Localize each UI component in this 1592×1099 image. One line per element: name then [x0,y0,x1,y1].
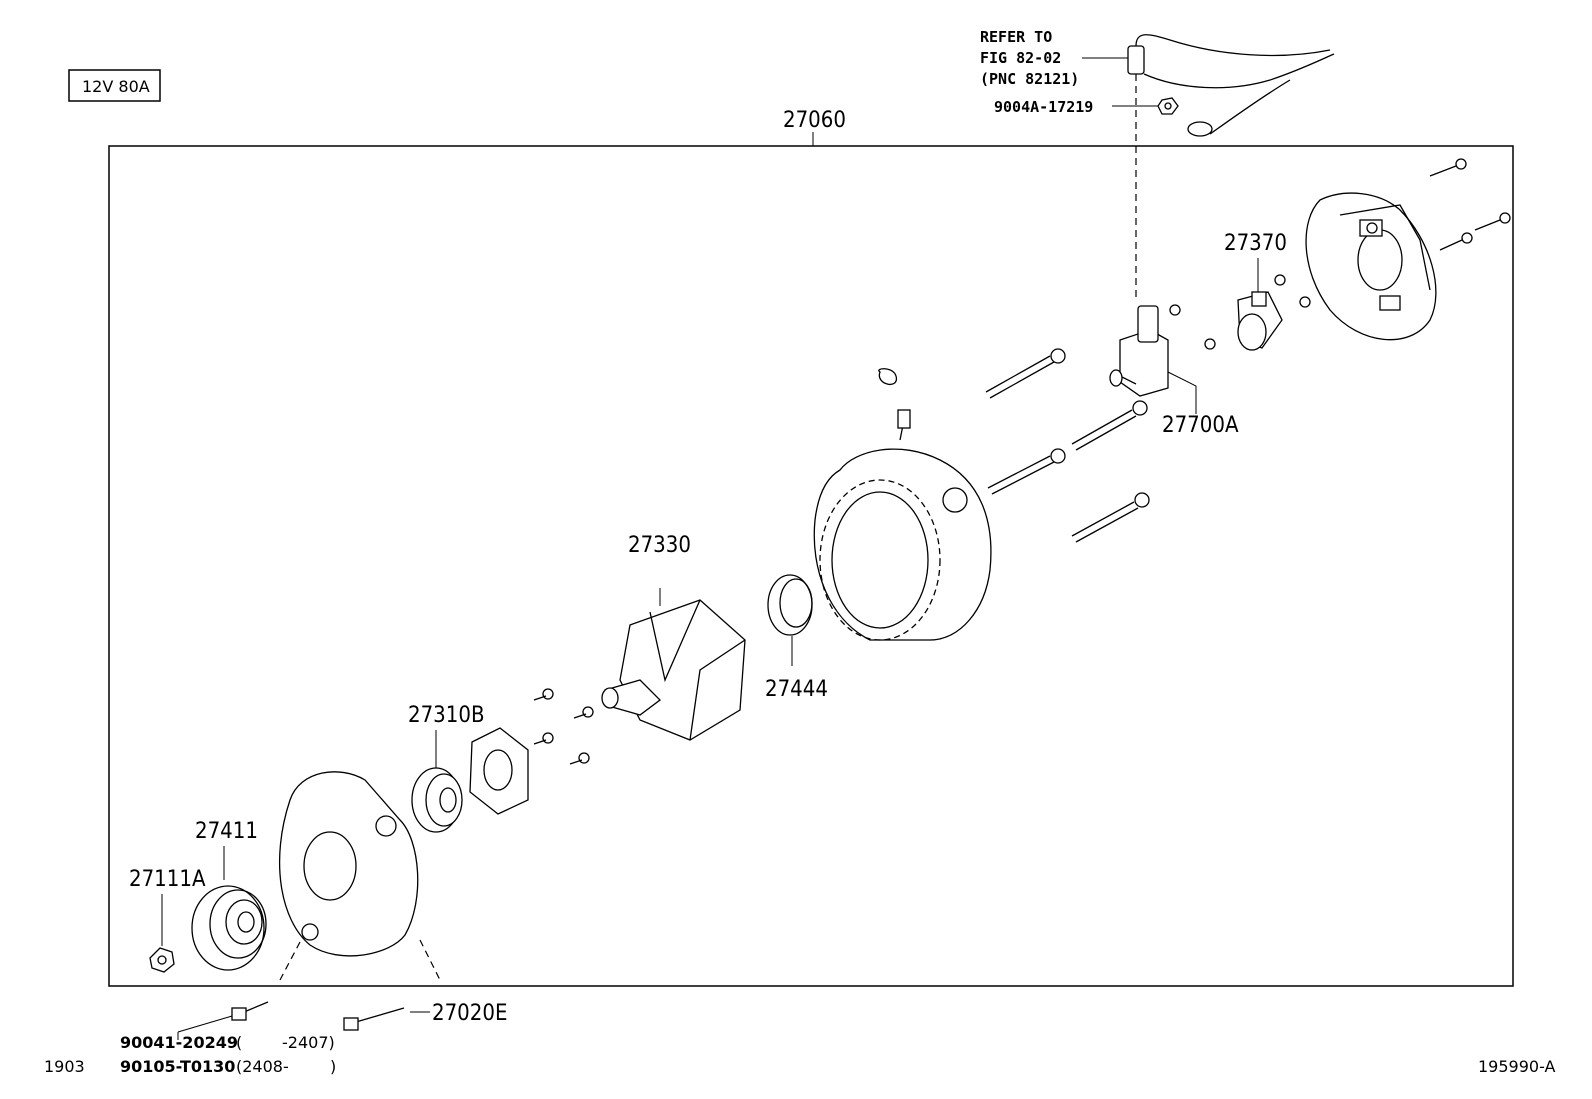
label-27700a: 27700A [1162,413,1239,438]
regulator-27700a-icon: 27700A [1109,305,1239,438]
assembly-label: 27060 [783,108,846,133]
plate-screws-icon [533,688,594,765]
brush-holder-27370-icon: 27370 [1224,231,1287,351]
spec-box-text: 12V 80A [82,77,150,96]
refer-line3: (PNC 82121) [980,70,1079,88]
through-bolts-icon [985,348,1150,543]
rotor-27330-icon: 27330 [601,533,746,741]
pulley-icon [191,885,267,971]
refer-line1: REFER TO [980,28,1052,46]
refer-line2: FIG 82-02 [980,49,1061,67]
rear-cover-icon [1305,192,1437,341]
bottom-bolts-icon: 27020E [177,1001,507,1040]
bolt-row1-range: -2407) [282,1033,335,1052]
bolt-part-numbers: 90041-20249 ( -2407) 90105-T0130 (2408- … [120,1033,336,1076]
bolt-row1-open: ( [236,1033,242,1052]
label-9004a: 9004A-17219 [994,98,1093,116]
bearing-ring-27444-icon: 27444 [765,574,828,702]
bolt-row2-part: 90105-T0130 [120,1057,235,1076]
bolt-row2-range: (2408- [236,1057,289,1076]
label-27020e: 27020E [432,1001,507,1026]
retainer-plate-icon [469,727,529,815]
label-27310b: 27310B [408,703,485,728]
label-27444: 27444 [765,677,828,702]
bearing-27310b-icon: 27310B [408,703,485,833]
assembly-frame: 27060 [108,108,1514,987]
footer-right-code: 195990-A [1478,1057,1556,1076]
spec-box: 12V 80A [68,69,161,102]
label-27111a: 27111A [129,867,206,892]
footer-left-code: 1903 [44,1057,85,1076]
label-27370: 27370 [1224,231,1287,256]
label-27411: 27411 [195,819,258,844]
drive-end-housing-icon [813,368,992,641]
wire-harness-icon [1127,34,1335,300]
refer-note: REFER TO FIG 82-02 (PNC 82121) [980,28,1128,88]
label-27330: 27330 [628,533,691,558]
drive-end-frame-icon: 27411 [195,771,441,981]
bolt-row2-close: ) [330,1057,336,1076]
bolt-row1-part: 90041-20249 [120,1033,238,1052]
rear-screws-icon [1169,158,1511,350]
nut-9004a-icon: 9004A-17219 [994,97,1179,116]
pulley-nut-27111a-icon: 27111A [129,867,206,973]
